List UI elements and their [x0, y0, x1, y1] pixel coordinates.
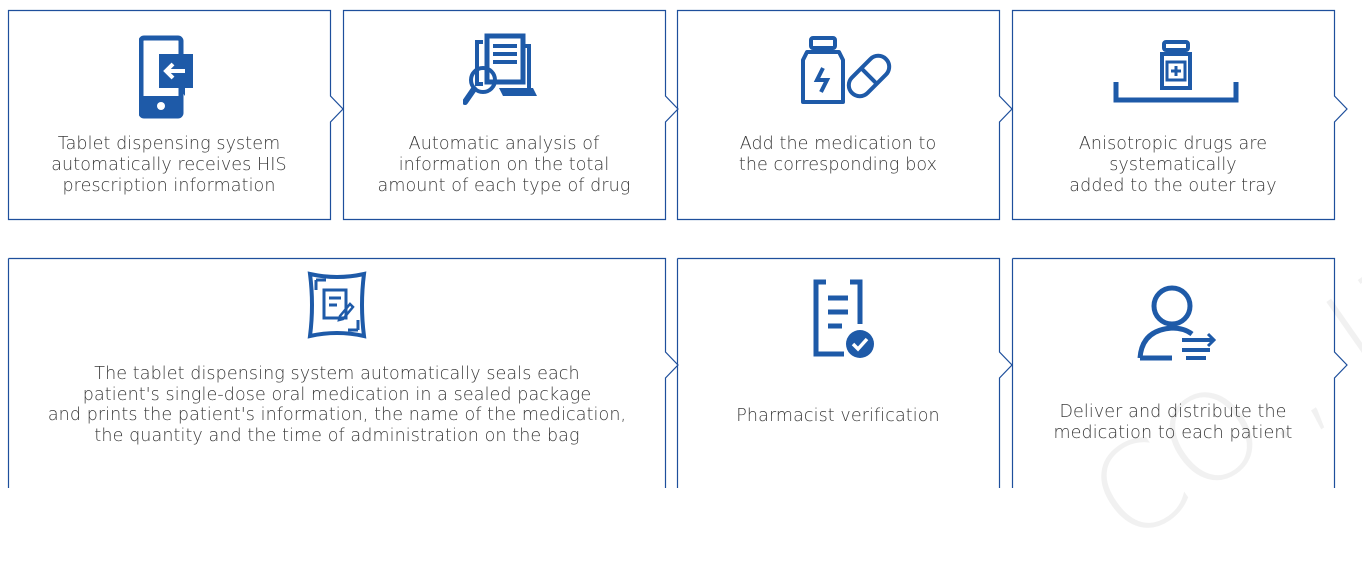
sealed-package-icon — [307, 271, 367, 339]
step-frame — [1011, 257, 1348, 488]
step-frame — [342, 9, 679, 221]
step-frame — [7, 9, 344, 221]
step-label: Pharmacist verification — [736, 406, 940, 426]
document-search-icon — [463, 33, 537, 105]
checklist-verified-icon — [813, 279, 874, 358]
drug-tray-icon — [1113, 40, 1239, 103]
step-frame — [7, 257, 679, 488]
step-label: The tablet dispensing system automatical… — [47, 364, 627, 446]
step-box-6: Pharmacist verification — [676, 257, 1013, 488]
medicine-bottle-pill-icon — [801, 36, 892, 104]
step-box-5: The tablet dispensing system automatical… — [7, 257, 679, 488]
patient-distribute-icon — [1137, 285, 1217, 361]
step-frame — [1011, 9, 1348, 221]
step-frame — [676, 9, 1013, 221]
tablet-arrow-icon — [139, 35, 193, 119]
step-frame — [676, 257, 1013, 488]
